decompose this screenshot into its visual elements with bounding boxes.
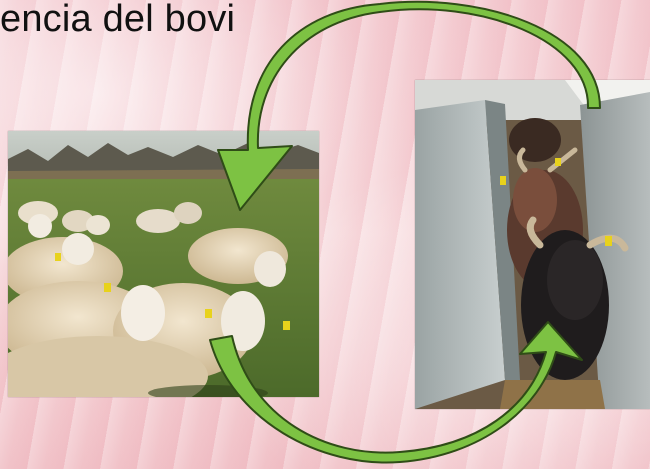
slide-title: encia del bovi bbox=[0, 0, 236, 40]
sheep-photo bbox=[8, 131, 319, 397]
goats-photo bbox=[415, 80, 650, 409]
